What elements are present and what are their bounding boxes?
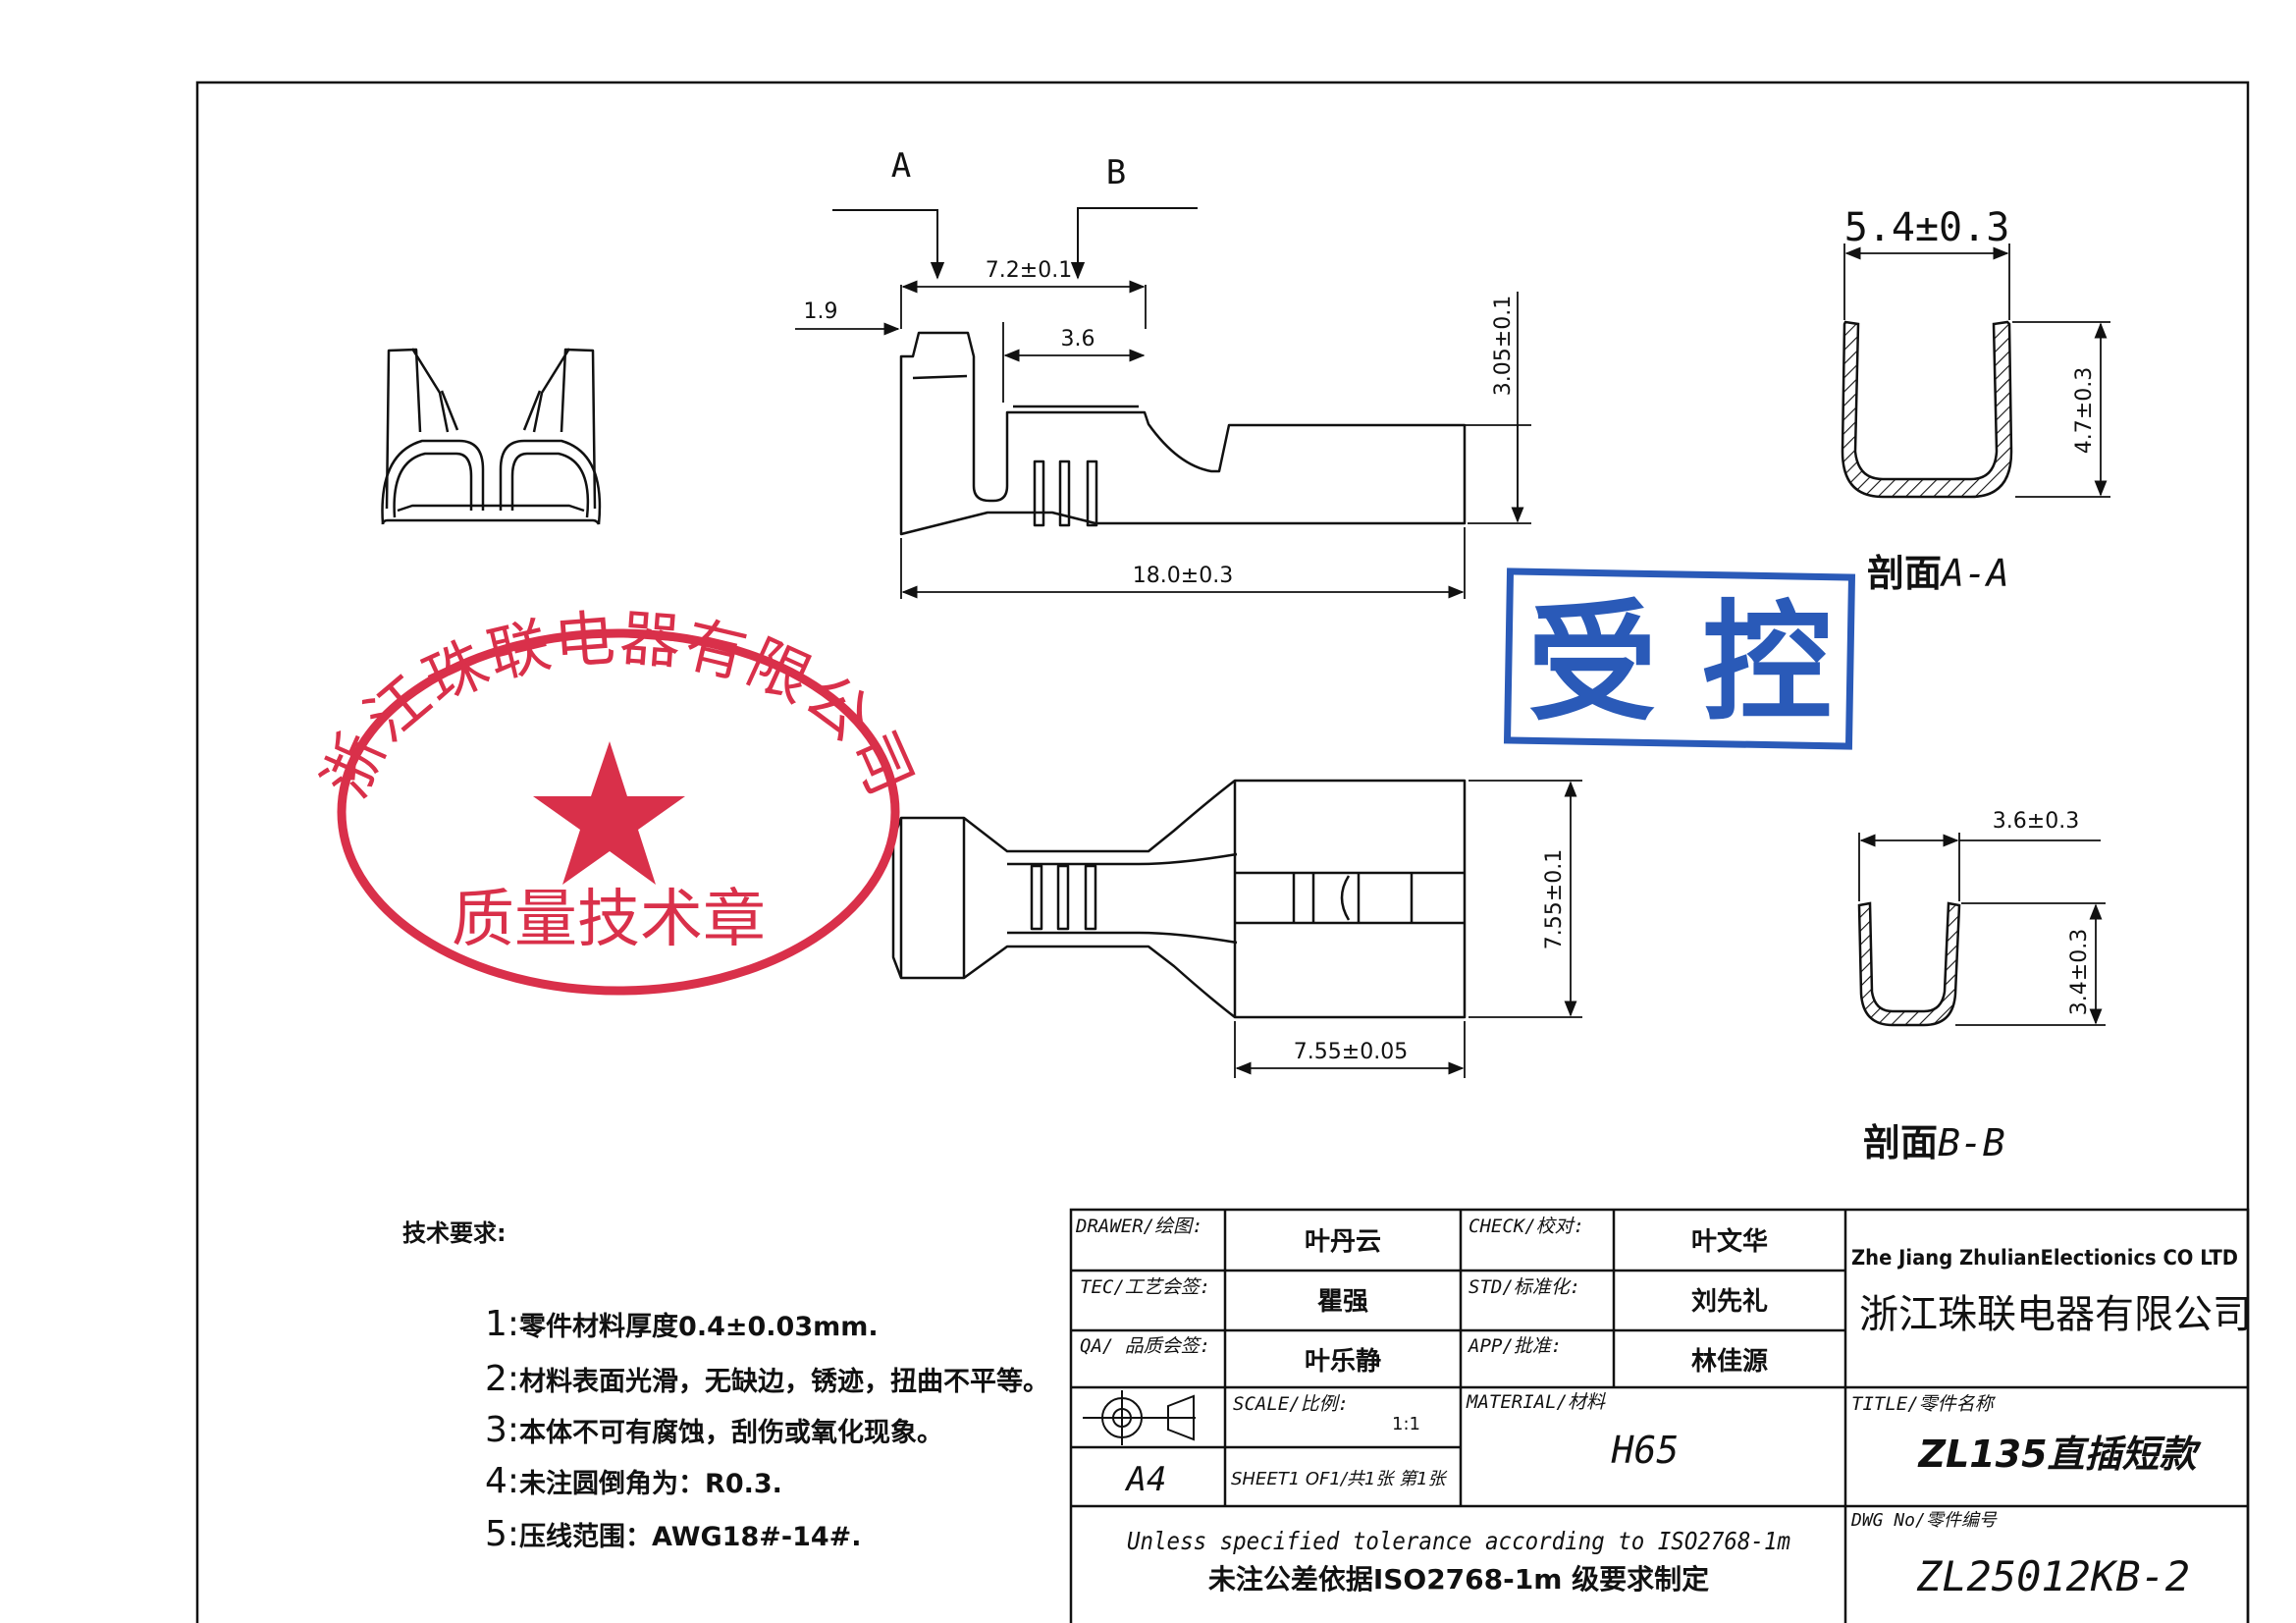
dim-section-a-width: 5.4±0.3	[1844, 205, 2010, 250]
dim-body-length: 7.55±0.05	[1294, 1040, 1408, 1064]
std-value: 刘先礼	[1691, 1286, 1768, 1317]
qa-label: QA/ 品质会签:	[1080, 1335, 1210, 1357]
title-value: ZL135直插短款	[1917, 1433, 2202, 1476]
paper-size: A4	[1125, 1460, 1167, 1499]
title-block	[1069, 1208, 2250, 1623]
section-marker-a: A	[891, 146, 911, 186]
dim-top-length: 7.2±0.1	[986, 258, 1072, 283]
section-b-dimensions	[1858, 833, 2106, 1026]
note-item: 5:压线范围：AWG18#-14#.	[485, 1514, 862, 1554]
dwg-label: DWG No/零件编号	[1850, 1510, 1998, 1531]
seal-center-text: 质量技术章	[452, 884, 766, 956]
terminal-side-view	[899, 331, 1467, 536]
std-label: STD/标准化:	[1468, 1276, 1580, 1298]
seal-star-icon	[533, 741, 685, 885]
scale-label: SCALE/比例:	[1233, 1393, 1349, 1415]
app-label: APP/批准:	[1468, 1335, 1562, 1357]
note-item: 2:材料表面光滑，无缺边，锈迹，扭曲不平等。	[485, 1359, 1049, 1399]
dim-total-length: 18.0±0.3	[1133, 564, 1233, 588]
dwg-value: ZL25012KB-2	[1916, 1552, 2190, 1600]
tec-value: 瞿强	[1317, 1287, 1368, 1317]
side-view-dimensions	[795, 280, 1531, 599]
material-value: H65	[1611, 1429, 1680, 1472]
note-item: 3:本体不可有腐蚀，刮伤或氧化现象。	[485, 1410, 943, 1450]
terminal-3d-view	[381, 348, 602, 525]
drawer-value: 叶丹云	[1305, 1227, 1381, 1257]
tolerance-cn: 未注公差依据ISO2768-1m 级要求制定	[1208, 1563, 1709, 1596]
section-a-label: 剖面A-A	[1867, 552, 2009, 595]
dim-section-b-height: 3.4±0.3	[2067, 929, 2092, 1015]
controlled-stamp: 受 控	[1503, 568, 1856, 750]
top-view-dimensions	[1234, 780, 1582, 1078]
company-seal: 浙江珠联电器有限公司 质量技术章	[309, 602, 926, 996]
notes-title: 技术要求:	[402, 1219, 507, 1247]
title-label: TITLE/零件名称	[1851, 1393, 1997, 1415]
material-label: MATERIAL/材料	[1466, 1391, 1606, 1413]
company-cn: 浙江珠联电器有限公司	[1859, 1292, 2252, 1337]
terminal-top-view	[891, 779, 1467, 1019]
section-a-dimensions	[1843, 243, 2110, 498]
qa-value: 叶乐静	[1305, 1346, 1381, 1377]
sheet-label: SHEET1 OF1/共1张 第1张	[1231, 1469, 1449, 1489]
drawer-label: DRAWER/绘图:	[1075, 1216, 1203, 1237]
dim-slot-width: 3.6	[1061, 327, 1095, 352]
drawing-frame	[195, 81, 2250, 1623]
dim-section-a-height: 4.7±0.3	[2072, 367, 2097, 454]
app-value: 林佳源	[1691, 1347, 1768, 1377]
dim-section-b-width: 3.6±0.3	[1993, 809, 2079, 834]
section-marker-b: B	[1106, 153, 1126, 192]
tolerance-en: Unless specified tolerance according to …	[1127, 1527, 1790, 1555]
note-item: 1:零件材料厚度0.4±0.03mm.	[485, 1304, 879, 1344]
dim-lead-width: 1.9	[804, 299, 838, 324]
note-item: 4:未注圆倒角为：R0.3.	[485, 1461, 782, 1501]
check-label: CHECK/校对:	[1468, 1216, 1584, 1237]
section-cut-markers	[832, 207, 1198, 280]
controlled-stamp-text: 受 控	[1527, 588, 1832, 739]
scale-value: 1:1	[1392, 1414, 1420, 1434]
section-b-label: 剖面B-B	[1863, 1121, 2005, 1164]
dim-body-width: 7.55±0.1	[1542, 849, 1567, 949]
dim-height: 3.05±0.1	[1491, 296, 1516, 396]
technical-notes: 技术要求: 1:零件材料厚度0.4±0.03mm. 2:材料表面光滑，无缺边，锈…	[402, 1219, 1049, 1554]
company-en: Zhe Jiang ZhulianElectionics CO LTD	[1851, 1246, 2238, 1270]
tec-label: TEC/工艺会签:	[1080, 1276, 1210, 1298]
section-a-a	[1841, 320, 2013, 499]
check-value: 叶文华	[1691, 1226, 1768, 1257]
projection-symbol-icon	[1083, 1390, 1196, 1445]
section-b-b	[1857, 901, 1961, 1027]
